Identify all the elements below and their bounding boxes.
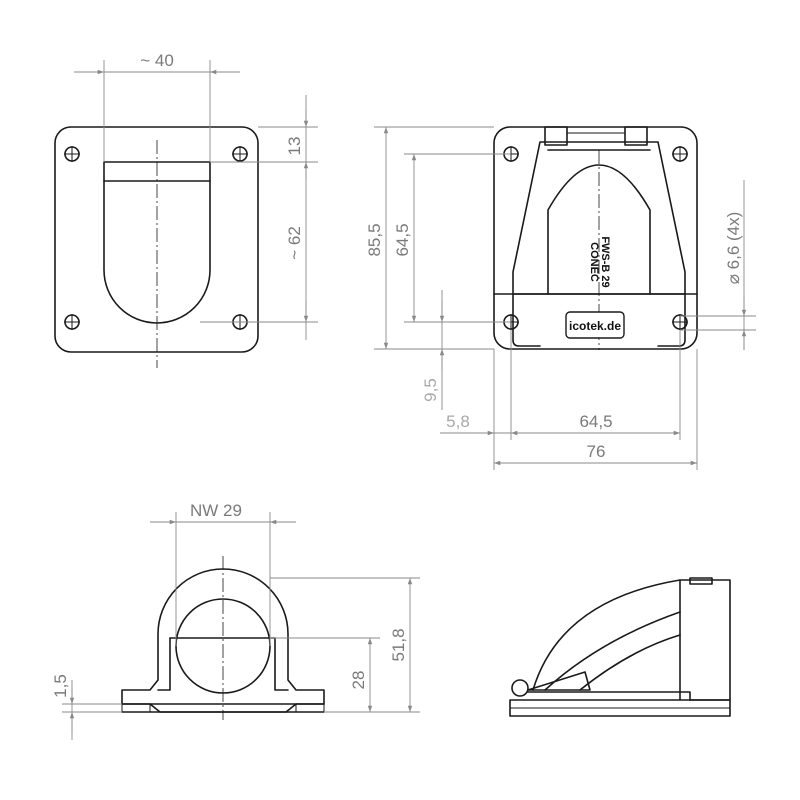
- total-height-label: 51,8: [389, 628, 408, 661]
- rear-view: CONEC FWS-B 29 icotek.de 85,5 64,5 9,5 ⌀…: [365, 126, 756, 470]
- front-flange: [54, 126, 259, 353]
- rear-bottom-offset-label: 9,5: [421, 378, 440, 402]
- part-marking-line2: FWS-B 29: [599, 236, 611, 287]
- section-view: NW 29 1,5 28 51,8: [51, 501, 420, 740]
- front-hood-outline: [103, 161, 211, 324]
- front-view: ~ 40 13 ~ 62: [54, 51, 318, 368]
- thickness-label: 1,5: [51, 674, 70, 698]
- side-base-plate: [509, 699, 731, 717]
- center-height-label: 28: [349, 671, 368, 690]
- rear-hood-arch: [547, 164, 651, 295]
- rear-edge-offset-label: 5,8: [446, 412, 470, 431]
- part-marking-line1: CONEC: [588, 242, 600, 282]
- hole-diameter-label: ⌀ 6,6 (4x): [724, 212, 743, 285]
- rear-hole-height-label: 64,5: [393, 223, 412, 256]
- side-hood-outline: [532, 579, 731, 701]
- rear-overall-width-label: 76: [587, 442, 606, 461]
- brand-label: icotek.de: [569, 319, 621, 333]
- rear-overall-height-label: 85,5: [365, 223, 384, 256]
- rear-hole-spacing-label: 64,5: [579, 412, 612, 431]
- front-width-label: ~ 40: [140, 51, 174, 70]
- front-top-offset-label: 13: [285, 137, 304, 156]
- section-outline: [121, 568, 325, 713]
- front-height-label: ~ 62: [285, 226, 304, 260]
- nominal-width-label: NW 29: [190, 501, 242, 520]
- rear-flange: [493, 126, 698, 350]
- hinge-pin-icon: [511, 679, 529, 697]
- section-inner-bore: [157, 637, 171, 691]
- brand-label-box: [565, 311, 625, 339]
- side-view: [509, 577, 731, 717]
